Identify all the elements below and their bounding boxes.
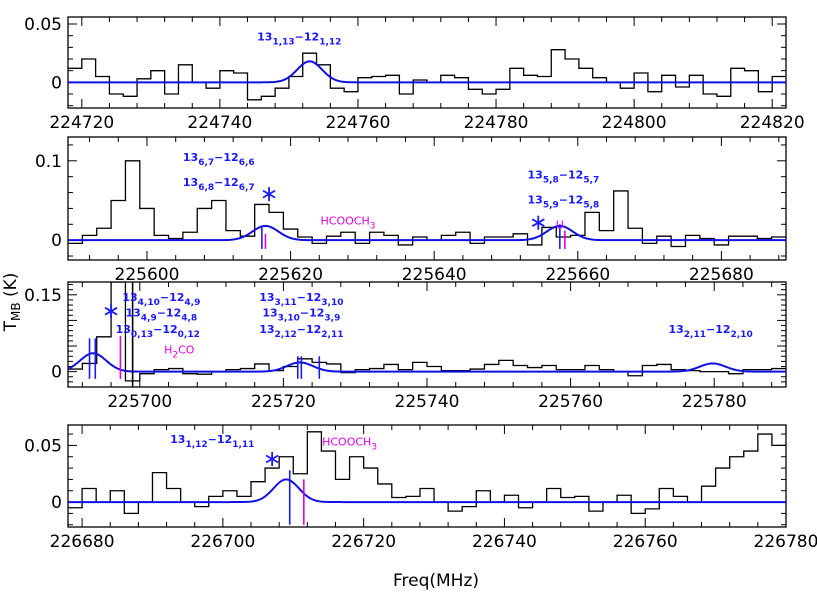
panel-4: 226680 226700 226720 226740 226760 226780 0 0.0… (24, 424, 817, 552)
y-axis-title-main: T (1, 320, 21, 332)
transition-label: 132,12−122,11 (259, 323, 343, 340)
x-tick-label: 226740 (472, 532, 537, 552)
x-tick-label: 224780 (464, 113, 529, 133)
model-fit (68, 60, 786, 84)
observed-spectrum (68, 49, 786, 101)
observed-spectrum (68, 160, 786, 248)
x-tick-label: 225760 (538, 392, 603, 412)
observed-spectrum (68, 282, 786, 382)
model-fit (68, 478, 786, 504)
model-fit (68, 224, 786, 242)
x-tick-label: 225700 (107, 392, 172, 412)
transition-label: 133,10−123,9 (262, 306, 340, 323)
asterisk-stroke (104, 306, 118, 316)
transition-label: H2CO (164, 344, 195, 361)
x-tick-label: 225600 (115, 265, 180, 285)
x-tick-label: 224720 (49, 113, 114, 133)
x-tick-label: 225720 (251, 392, 316, 412)
transition-label: 133,11−123,10 (259, 291, 343, 308)
y-axis-title-unit: (K) (1, 273, 21, 303)
x-tick-label: 226720 (331, 532, 396, 552)
svg-text:TMB (K): TMB (K) (1, 273, 23, 333)
y-tick-label: 0 (51, 363, 62, 383)
y-tick-label: 0.1 (35, 152, 62, 172)
asterisk-marker (265, 452, 279, 466)
x-tick-label: 224800 (602, 113, 667, 133)
transition-label: 135,8−125,7 (528, 168, 600, 185)
plot-area (68, 282, 786, 387)
y-tick-label: 0 (51, 231, 62, 251)
panel-frame (67, 16, 787, 109)
y-tick-label: 0.15 (24, 286, 62, 306)
transition-label: 136,7−126,6 (183, 151, 255, 168)
asterisk-stroke (265, 454, 279, 464)
x-tick-label: 225620 (258, 265, 323, 285)
transition-label: 134,10−124,9 (122, 291, 200, 308)
asterisk-marker (104, 304, 118, 319)
x-tick-label: 226760 (613, 532, 678, 552)
x-axis-title: Freq(MHz) (393, 571, 479, 591)
x-tick-label: 226680 (50, 532, 115, 552)
y-tick-label: 0 (51, 73, 62, 93)
x-tick-label: 224820 (740, 113, 805, 133)
asterisk-stroke (262, 189, 276, 199)
transition-label: 136,8−126,7 (183, 176, 255, 193)
transition-label: 130,13−120,12 (116, 323, 200, 340)
model-fit (68, 352, 786, 373)
x-tick-label: 224740 (187, 113, 252, 133)
plot-area (68, 160, 786, 249)
panel-frame (67, 424, 787, 528)
x-tick-label: 225660 (545, 265, 610, 285)
asterisk-marker (262, 187, 276, 202)
panel-1: 224720 224740 224760 224780 224800 224820 0 0.0… (24, 15, 805, 133)
transition-label: U (556, 218, 564, 231)
plot-area (68, 49, 786, 101)
plot-area (68, 431, 786, 525)
transition-label: 132,11−122,10 (668, 323, 752, 340)
transition-label: 135,9−125,8 (528, 194, 600, 211)
y-tick-label: 0.05 (24, 15, 62, 35)
x-tick-label: 225680 (689, 265, 754, 285)
panel-2: 225600 225620 225640 225660 225680 0 0.1 136,7−… (35, 136, 787, 285)
transition-label: 134,9−124,8 (125, 306, 197, 323)
transition-label: 131,12−121,11 (170, 433, 254, 450)
transition-label: HCOOCH3 (322, 435, 377, 452)
transition-label: 131,13−121,12 (257, 30, 341, 47)
x-tick-label: 225640 (402, 265, 467, 285)
transition-label: HCOOCH3 (321, 214, 376, 231)
panel-frame (67, 136, 787, 261)
asterisk-marker (531, 215, 545, 230)
y-axis-title: TMB (K) (1, 273, 23, 333)
x-tick-label: 226700 (190, 532, 255, 552)
x-tick-label: 226780 (754, 532, 817, 552)
panels: 224720 224740 224760 224780 224800 224820 0 0.0… (24, 15, 817, 552)
panel-3: 225700 225720 225740 225760 225780 0 0.15 134,1… (24, 281, 787, 412)
y-tick-label: 0.05 (24, 436, 62, 456)
x-tick-label: 225740 (395, 392, 460, 412)
x-tick-label: 224760 (326, 113, 391, 133)
y-tick-label: 0 (51, 493, 62, 513)
y-axis-title-sub: MB (9, 302, 23, 321)
asterisk-stroke (531, 218, 545, 227)
x-tick-label: 225780 (682, 392, 747, 412)
